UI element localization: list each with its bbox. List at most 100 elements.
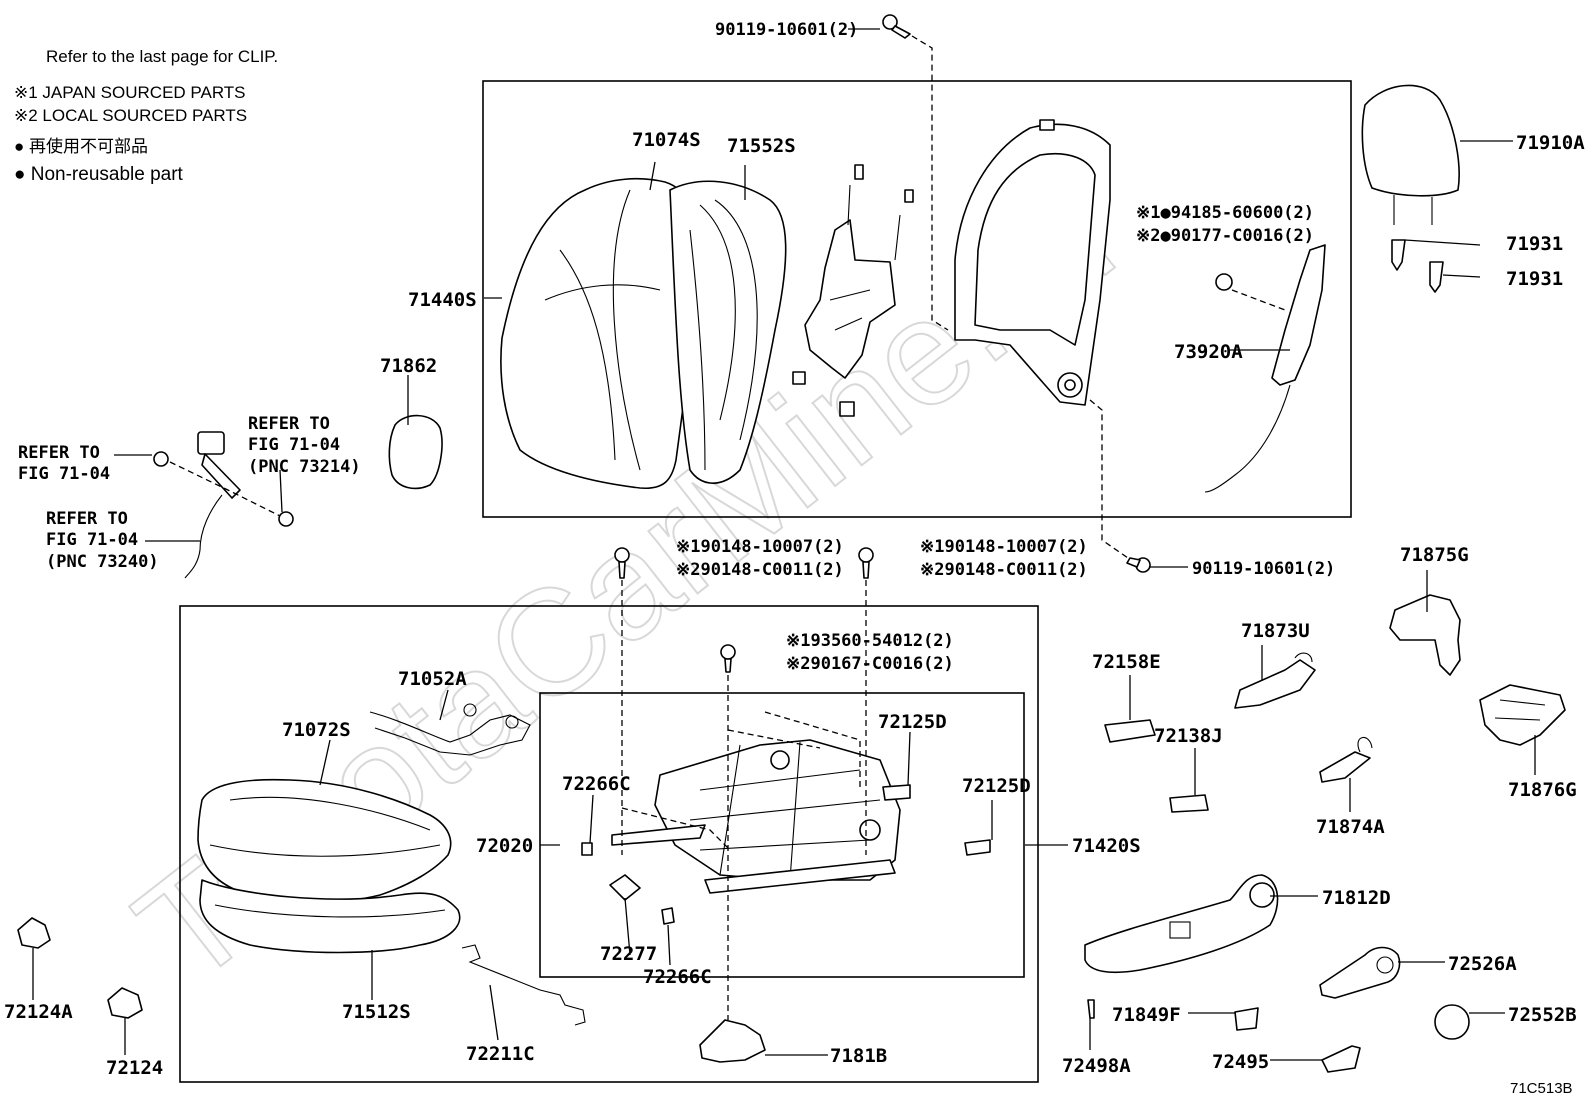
knob-icon (1434, 1004, 1470, 1040)
seatback-assembly-box (482, 80, 1352, 518)
seat-cushion-pad-icon (199, 879, 461, 954)
label-72266C-b: 72266C (643, 966, 712, 988)
label-71876G: 71876G (1508, 779, 1577, 801)
bolt-icon-c (720, 644, 736, 673)
label-72495: 72495 (1212, 1051, 1269, 1073)
label-72124A: 72124A (4, 1001, 73, 1023)
bracket-72158E-icon (1104, 719, 1156, 743)
local-parts-note: ※2 LOCAL SOURCED PARTS (14, 106, 247, 125)
label-nut-local: ※2●90177-C0016(2) (1136, 226, 1314, 246)
headrest-guide-icon-2 (1429, 261, 1444, 293)
japan-parts-note: ※1 JAPAN SOURCED PARTS (14, 83, 246, 102)
clip-72266C-b-icon (661, 907, 675, 925)
label-7181B: 7181B (830, 1045, 887, 1067)
headrest-guide-icon-1 (1391, 239, 1406, 271)
bolt-icon-r (858, 547, 874, 579)
bolt-icon-top (882, 14, 911, 39)
label-71873U: 71873U (1241, 620, 1310, 642)
seatback-cover-icon (500, 177, 700, 489)
wire-harness-icon (369, 703, 531, 756)
seat-cushion-cover-icon (197, 778, 452, 904)
label-71420S: 71420S (1072, 835, 1141, 857)
bracket-72138J-icon (1169, 794, 1209, 813)
label-71931-a: 71931 (1506, 233, 1563, 255)
label-72211C: 72211C (466, 1043, 535, 1065)
label-71812D: 71812D (1322, 887, 1391, 909)
label-bolt-r-jp: ※190148-10007(2) (920, 537, 1088, 557)
cover-72495-icon (1321, 1045, 1361, 1073)
label-bolt-c-local: ※290167-C0016(2) (786, 654, 954, 674)
shield-cover-icon (1389, 594, 1461, 676)
lever-cover-icon (1234, 652, 1316, 709)
legend-notes: Refer to the last page for CLIP. ※1 JAPA… (14, 47, 278, 185)
wire-72211C-icon (461, 944, 586, 1026)
label-72138J: 72138J (1154, 725, 1223, 747)
label-71849F: 71849F (1112, 1004, 1181, 1026)
trim-cover-icon (388, 414, 443, 490)
label-71910A: 71910A (1516, 132, 1585, 154)
label-71862: 71862 (380, 355, 437, 377)
label-bolt-top: 90119-10601(2) (715, 20, 858, 40)
airbag-module-icon (1204, 244, 1326, 493)
handle-icon (1319, 946, 1401, 999)
label-72552B: 72552B (1508, 1004, 1577, 1026)
label-refer1-a: REFER TO (248, 414, 330, 434)
cover-71876G-icon (1479, 684, 1566, 746)
adjuster-assembly-box (539, 692, 1025, 978)
label-bolt-l-local: ※290148-C0011(2) (676, 560, 844, 580)
label-72125D-b: 72125D (962, 775, 1031, 797)
label-72158E: 72158E (1092, 651, 1161, 673)
cover-71849F-icon (1234, 1007, 1259, 1031)
cover-7181B-icon (699, 1019, 766, 1063)
label-71052A: 71052A (398, 668, 467, 690)
seatback-pad-icon (669, 180, 787, 484)
label-bolt-right: 90119-10601(2) (1192, 559, 1335, 579)
seatback-bracket-icon (792, 164, 914, 417)
label-72020: 72020 (476, 835, 533, 857)
label-nut-jp: ※1●94185-60600(2) (1136, 203, 1314, 223)
label-bolt-r-local: ※290148-C0011(2) (920, 560, 1088, 580)
bracket-72124-icon (107, 987, 143, 1019)
label-71552S: 71552S (727, 135, 796, 157)
label-71072S: 71072S (282, 719, 351, 741)
label-72124: 72124 (106, 1057, 163, 1079)
label-73920A: 73920A (1174, 341, 1243, 363)
cushion-assembly-box (179, 605, 1039, 1083)
non-reusable-en-note: ● Non-reusable part (14, 164, 184, 185)
label-refer3-b: FIG 71-04 (46, 530, 138, 550)
label-71074S: 71074S (632, 129, 701, 151)
non-reusable-jp-note: ● 再使用不可部品 (14, 136, 148, 156)
label-refer3-a: REFER TO (46, 509, 128, 529)
clip-72266C-a-icon (581, 842, 593, 856)
figure-code: 71C513B (1510, 1080, 1573, 1097)
label-refer1-c: (PNC 73214) (248, 457, 361, 477)
label-72526A: 72526A (1448, 953, 1517, 975)
seatbelt-buckle-icon (153, 431, 294, 579)
leader-lines (32, 28, 1536, 1061)
label-72266C-a: 72266C (562, 773, 631, 795)
seatback-frame-icon (954, 119, 1111, 406)
label-71875G: 71875G (1400, 544, 1469, 566)
label-refer1-b: FIG 71-04 (248, 435, 340, 455)
bracket-72124A-icon (17, 917, 51, 949)
label-refer2-a: REFER TO (18, 443, 100, 463)
label-71512S: 71512S (342, 1001, 411, 1023)
side-shield-icon (1084, 874, 1279, 974)
bolt-icon-l (614, 547, 630, 579)
label-71931-b: 71931 (1506, 268, 1563, 290)
bolt-icon-right (1126, 557, 1151, 573)
bracket-72125D-b-icon (964, 839, 991, 856)
label-refer2-b: FIG 71-04 (18, 464, 110, 484)
bracket-72277-icon (609, 874, 641, 901)
label-bolt-l-jp: ※190148-10007(2) (676, 537, 844, 557)
label-71440S: 71440S (408, 289, 477, 311)
label-bolt-c-jp: ※193560-54012(2) (786, 631, 954, 651)
label-72125D-a: 72125D (878, 711, 947, 733)
cover-71874A-icon (1319, 737, 1373, 783)
label-refer3-c: (PNC 73240) (46, 552, 159, 572)
clip-72498A-icon (1087, 999, 1095, 1019)
label-72277: 72277 (600, 943, 657, 965)
bracket-72125D-a-icon (882, 784, 911, 801)
clip-note: Refer to the last page for CLIP. (46, 47, 278, 66)
